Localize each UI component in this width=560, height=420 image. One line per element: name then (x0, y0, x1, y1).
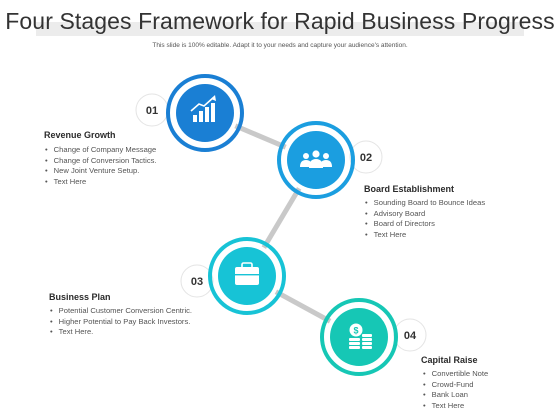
stage-3-node: 03 (180, 237, 286, 315)
briefcase-icon (235, 262, 259, 285)
stage-4-list: Convertible Note Crowd-Fund Bank Loan Te… (423, 369, 489, 412)
page-subtitle: This slide is 100% editable. Adapt it to… (152, 42, 408, 49)
title-band (36, 22, 524, 36)
stage-2-number: 02 (360, 152, 372, 164)
list-item: Text Here (365, 230, 485, 241)
svg-text:$: $ (353, 326, 358, 336)
stage-1-heading: Revenue Growth (44, 130, 116, 140)
list-item: Sounding Board to Bounce Ideas (365, 198, 485, 209)
list-item: Potential Customer Conversion Centric. (50, 306, 192, 317)
stage-3-number: 03 (191, 276, 203, 288)
stage-4-ring (320, 298, 398, 376)
page-title: Four Stages Framework for Rapid Business… (5, 8, 555, 34)
growth-chart-icon (190, 95, 216, 122)
stage-3-heading: Business Plan (49, 292, 111, 302)
list-item: Change of Conversion Tactics. (45, 156, 157, 167)
stage-3-list: Potential Customer Conversion Centric. H… (50, 306, 192, 338)
stage-2-ring (277, 121, 355, 199)
stage-4-heading: Capital Raise (421, 355, 478, 365)
stage-1-number: 01 (146, 105, 158, 117)
list-item: Change of Company Message (45, 145, 157, 156)
list-item: Text Here (45, 177, 157, 188)
stage-2-list: Sounding Board to Bounce Ideas Advisory … (365, 198, 485, 240)
stage-4-disc (330, 308, 388, 366)
list-item: Convertible Note (423, 369, 489, 380)
stage-1-list: Change of Company Message Change of Conv… (45, 145, 157, 187)
list-item: Text Here (423, 401, 488, 412)
list-item: Text Here. (50, 327, 192, 338)
stage-4-node: 04 $ (320, 298, 427, 376)
list-item: Board of Directors (365, 219, 485, 230)
list-item: New Joint Venture Setup. (45, 166, 157, 177)
stage-2-node: 02 (277, 121, 383, 199)
list-item: Higher Potential to Pay Back Investors. (50, 317, 192, 328)
list-item: Advisory Board (365, 209, 485, 220)
stage-3-number-circle (180, 264, 214, 298)
list-item: Crowd-Fund (423, 380, 488, 391)
stage-4-number: 04 (404, 330, 417, 342)
stage-1-ring (166, 74, 244, 152)
stage-1-node: 01 (135, 74, 244, 152)
team-icon (300, 150, 332, 168)
list-item: Bank Loan (423, 390, 488, 401)
stage-2-heading: Board Establishment (364, 184, 455, 194)
stage-2-number-circle (349, 140, 383, 174)
coins-icon: $ (349, 323, 372, 349)
stage-3-ring (208, 237, 286, 315)
